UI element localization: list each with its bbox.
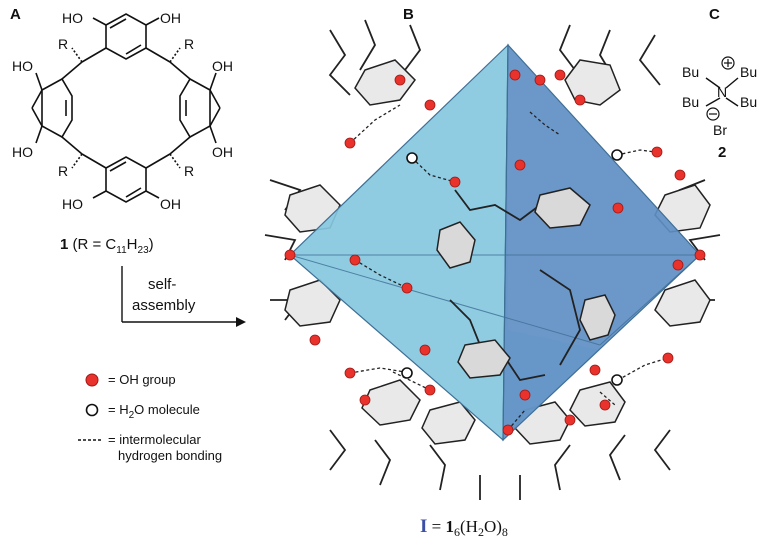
caption-sub3: 8 xyxy=(501,525,508,539)
water-circle-legend xyxy=(85,403,99,417)
legend-water-suffix: O molecule xyxy=(134,402,200,417)
outer-framework xyxy=(264,19,721,500)
caption-num: 1 xyxy=(445,517,455,536)
panel-label-b: B xyxy=(403,6,414,23)
caption-roman: I xyxy=(420,516,428,537)
oh-label-bottom-right: OH xyxy=(160,196,181,212)
compound-1-suffix: ) xyxy=(148,236,154,253)
inner-rings xyxy=(436,187,616,379)
oh-label-bottom-left: HO xyxy=(62,196,83,212)
oh-label-left-lower: HO xyxy=(12,144,33,160)
perimeter-rings xyxy=(284,59,711,445)
oh-dot-legend xyxy=(85,373,99,387)
arrow-text-assembly: assembly xyxy=(132,297,196,314)
negative-charge-icon xyxy=(706,107,720,121)
compound-2-number: 2 xyxy=(718,144,727,161)
bromide-label: Br xyxy=(713,122,727,138)
bu-top-right: Bu xyxy=(740,64,758,80)
caption-eq: = xyxy=(427,517,446,536)
nitrogen-label: N xyxy=(717,84,728,100)
oh-label-top-left: HO xyxy=(62,10,83,26)
caption-end: O) xyxy=(483,517,502,536)
oh-label-right-lower: OH xyxy=(212,144,233,160)
inner-framework xyxy=(449,189,581,382)
panel-label-a: A xyxy=(10,6,21,23)
bu-bottom-left: Bu xyxy=(682,94,700,110)
resorcinarene-structure xyxy=(31,13,221,203)
oh-label-top-right: OH xyxy=(160,10,181,26)
caption-sub: 6 xyxy=(454,525,460,539)
r-label-bottom-right: R xyxy=(184,163,195,179)
caption-sub2: 2 xyxy=(477,525,484,539)
r-label-top-right: R xyxy=(184,36,195,52)
compound-1-sub2: 23 xyxy=(137,245,149,256)
legend-hbond-1: = intermolecular xyxy=(108,432,201,447)
oh-groups xyxy=(284,69,706,436)
arrow-text-self: self- xyxy=(148,276,177,293)
legend-water-prefix: = H xyxy=(108,402,129,417)
legend-hbond-2: hydrogen bonding xyxy=(118,448,223,463)
r-label-bottom-left: R xyxy=(58,163,69,179)
positive-charge-icon xyxy=(721,56,735,70)
capsule-caption: I = 16(H2O)8 xyxy=(420,516,508,539)
legend-oh: = OH group xyxy=(108,372,176,387)
compound-1-formula-prefix: (R = C xyxy=(68,236,117,253)
hydrogen-bonds xyxy=(349,104,669,431)
compound-1-mid: H xyxy=(126,236,138,253)
compound-1-label: 1 (R = C11H23) xyxy=(60,236,154,256)
r-label-top-left: R xyxy=(58,36,69,52)
water-molecules xyxy=(401,149,623,386)
oh-label-left-upper: HO xyxy=(12,58,33,74)
octahedron-face-left xyxy=(289,43,509,442)
compound-1-number: 1 xyxy=(60,236,69,253)
bu-bottom-right: Bu xyxy=(740,94,758,110)
compound-1-sub1: 11 xyxy=(116,245,127,256)
legend-water-sub: 2 xyxy=(128,410,135,421)
panel-label-c: C xyxy=(709,6,720,23)
legend-water: = H2O molecule xyxy=(108,402,200,421)
oh-label-right-upper: OH xyxy=(212,58,233,74)
octahedron-face-right xyxy=(502,43,701,442)
bu-top-left: Bu xyxy=(682,64,700,80)
octahedron-face-front xyxy=(503,45,600,440)
caption-rest: (H xyxy=(460,517,478,536)
